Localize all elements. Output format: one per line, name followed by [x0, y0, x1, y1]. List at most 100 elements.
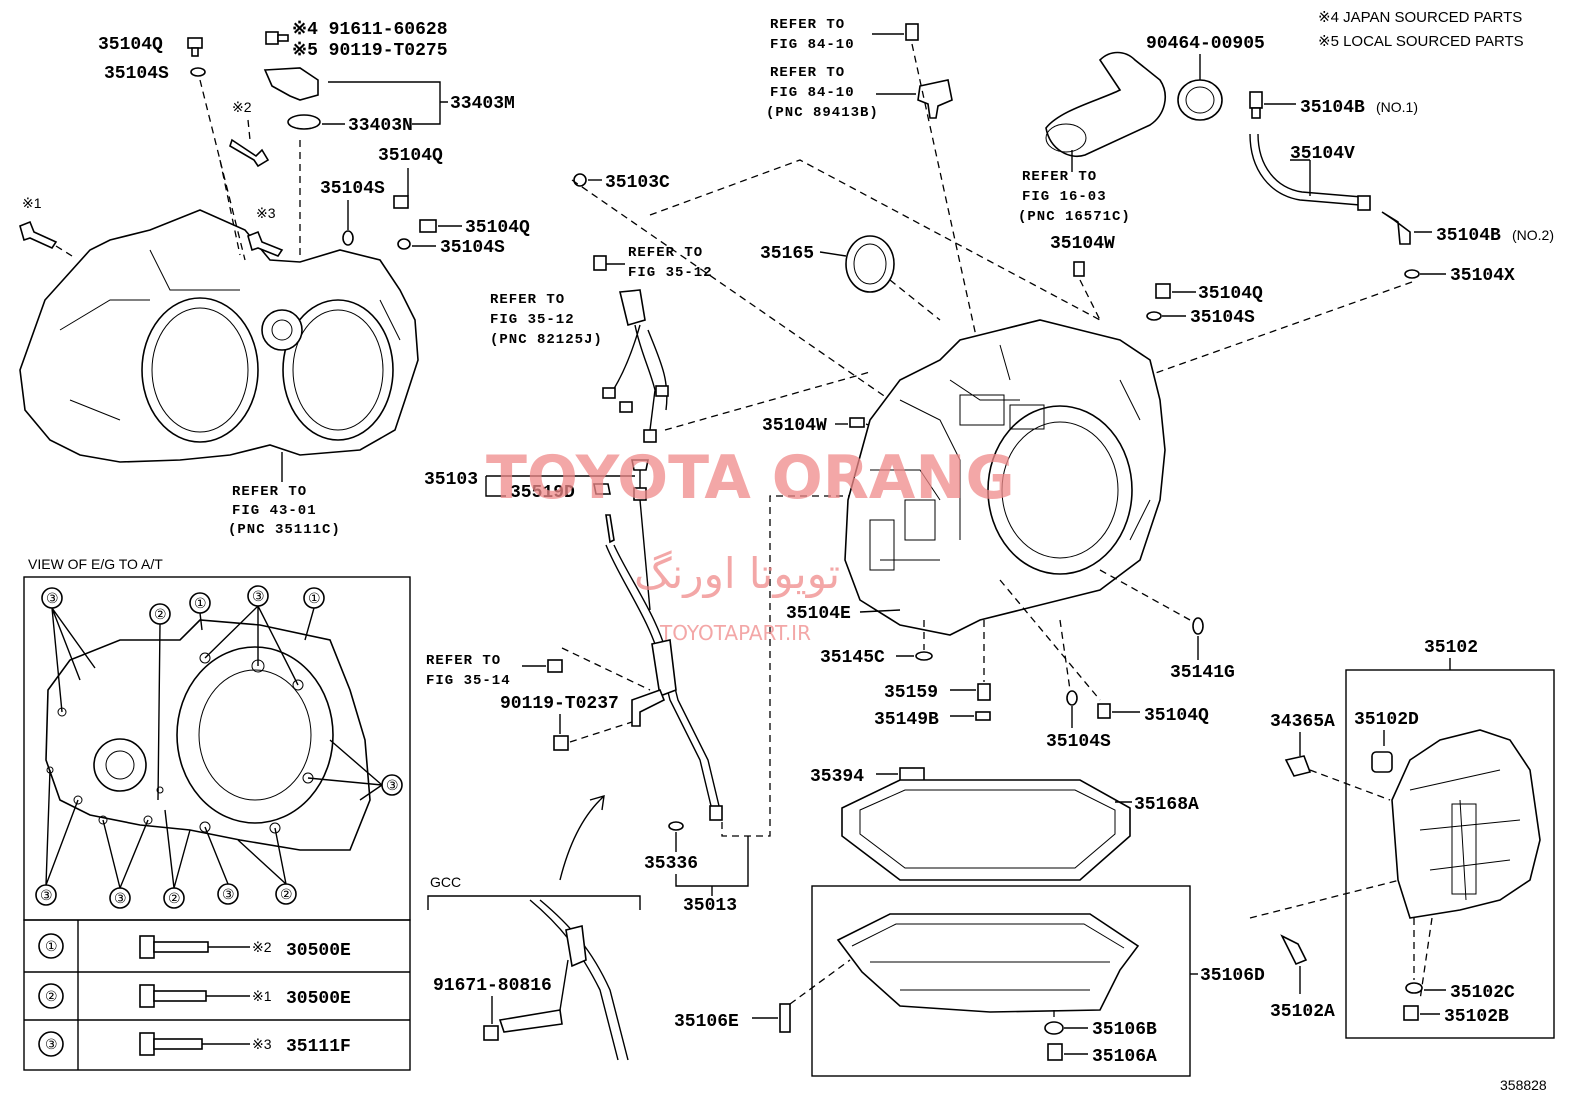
- gcc-bracket: [427, 895, 641, 910]
- label-35103: 35103: [424, 470, 478, 490]
- svg-text:②: ②: [280, 886, 293, 902]
- label-35145C: 35145C: [820, 648, 885, 668]
- svg-text:①: ①: [194, 595, 207, 611]
- label-35013: 35013: [683, 896, 737, 916]
- svg-text:③: ③: [40, 887, 53, 903]
- breather-hose: [1045, 51, 1166, 157]
- ref-fig-35-12-b-line2: FIG 35-12: [490, 312, 575, 328]
- label-90464-00905: 90464-00905: [1146, 34, 1265, 54]
- bolt-wire-harness: [593, 255, 607, 271]
- bolt-35104Q-a: [187, 37, 203, 57]
- wire-harness: [602, 289, 669, 443]
- figure-number: 358828: [1500, 1077, 1547, 1093]
- breather-tube-35104V: [1249, 133, 1361, 206]
- watermark-persian: تویوتا اورنگ: [634, 549, 840, 598]
- bolt-35104Q-b: [393, 195, 409, 209]
- label-34365A: 34365A: [1270, 712, 1335, 732]
- label-35102: 35102: [1424, 638, 1478, 658]
- view-housing-drawing: [45, 619, 371, 851]
- label-35104Q-d: 35104Q: [1198, 284, 1263, 304]
- label-m2: ※2: [232, 99, 252, 115]
- label-m4: ※4 91611-60628: [292, 20, 448, 40]
- bracket-filler-tube: [631, 688, 666, 727]
- oring-35104X: [1404, 269, 1420, 279]
- bolt-row2-part: 30500E: [286, 989, 351, 1009]
- label-35104B-no1-suffix: (NO.1): [1376, 99, 1418, 115]
- bolt-table-row: ① ※2 30500E: [38, 933, 351, 961]
- ref-fig-43-01-line3: (PNC 35111C): [228, 522, 341, 538]
- bolt-m2: [229, 138, 270, 168]
- label-35106A: 35106A: [1092, 1047, 1157, 1067]
- label-35104B-no2-suffix: (NO.2): [1512, 227, 1554, 243]
- oil-pan-35106D: [836, 913, 1140, 1013]
- label-35106E: 35106E: [674, 1012, 739, 1032]
- oring-35141G: [1192, 617, 1204, 635]
- bolt-table-row: ③ ※3 35111F: [38, 1031, 351, 1057]
- label-33403M: 33403M: [450, 94, 515, 114]
- plug-35149B: [975, 711, 991, 721]
- label-35168A: 35168A: [1134, 795, 1199, 815]
- gasket-35145C: [915, 651, 933, 661]
- label-35149B: 35149B: [874, 710, 939, 730]
- bolt-row1-part: 30500E: [286, 941, 351, 961]
- ref-fig-84-10-b-line2: FIG 84-10: [770, 85, 855, 101]
- bolt-35106E: [779, 1003, 791, 1033]
- speedometer-driven-gear: [263, 67, 319, 101]
- label-35104Q-b: 35104Q: [378, 146, 443, 166]
- plug-35102B: [1403, 1005, 1419, 1021]
- gasket-35106B: [1044, 1021, 1064, 1035]
- oil-level-gauge-35103: [631, 459, 651, 611]
- label-35104S-e: 35104S: [1046, 732, 1111, 752]
- transaxle-case-right: [844, 319, 1166, 636]
- bolt-row1-mark: ※2: [252, 939, 272, 955]
- tube-end-35104V: [1357, 195, 1371, 211]
- clip-34365A: [1284, 755, 1312, 777]
- view-callouts: ③ ② ① ③ ① ③ ③ ③ ② ③ ②: [35, 585, 403, 909]
- bolt-35104Q-c: [419, 219, 437, 233]
- bolt-row1-symbol: ①: [45, 938, 58, 954]
- bolt-table-row: ② ※1 30500E: [38, 983, 351, 1009]
- bolt-fig-84-10: [905, 23, 919, 41]
- ref-fig-43-01-line1: REFER TO: [232, 484, 307, 500]
- ref-fig-16-03-line2: FIG 16-03: [1022, 189, 1107, 205]
- svg-text:③: ③: [222, 886, 235, 902]
- ref-fig-35-12-a-line1: REFER TO: [628, 245, 703, 261]
- plug-35104W-b: [849, 417, 865, 428]
- ref-fig-84-10-a-line2: FIG 84-10: [770, 37, 855, 53]
- label-35102D: 35102D: [1354, 710, 1419, 730]
- label-35104S-d: 35104S: [1190, 308, 1255, 328]
- bolt-90119-T0237: [553, 735, 569, 751]
- gcc-label: GCC: [430, 874, 461, 890]
- ref-fig-84-10-a-line1: REFER TO: [770, 17, 845, 33]
- oring-35104S-b: [342, 230, 354, 246]
- hose-clamp-90464: [1177, 79, 1223, 121]
- label-35104Q-a: 35104Q: [98, 35, 163, 55]
- ref-fig-35-12-b-line3: (PNC 82125J): [490, 332, 603, 348]
- oil-pan-gasket-35168A: [841, 779, 1131, 881]
- oring-35102C: [1405, 982, 1423, 994]
- ref-fig-84-10-b-line1: REFER TO: [770, 65, 845, 81]
- label-35104B-no2: 35104B: [1436, 226, 1501, 246]
- transaxle-housing-left: [19, 209, 419, 463]
- label-m3: ※3: [256, 205, 276, 221]
- svg-text:③: ③: [252, 588, 265, 604]
- speed-sensor: [917, 79, 953, 119]
- label-35104Q-e: 35104Q: [1144, 706, 1209, 726]
- oil-pan-frame: [811, 885, 1191, 1077]
- bolt-table: [23, 919, 411, 1071]
- bolt-m1: [19, 220, 58, 250]
- ref-fig-35-12-b-line1: REFER TO: [490, 292, 565, 308]
- label-35394: 35394: [810, 767, 864, 787]
- oring-35104S-e: [1066, 690, 1078, 706]
- label-35104W-b: 35104W: [762, 416, 827, 436]
- watermark-main: TOYOTA ORANG: [486, 443, 1015, 513]
- bolt-row3-mark: ※3: [252, 1036, 272, 1052]
- bolt-35104Q-e: [1097, 703, 1111, 719]
- bolt-fig-35-14: [547, 659, 563, 673]
- clip-35519D: [593, 483, 611, 495]
- svg-text:②: ②: [168, 890, 181, 906]
- note-local-sourced: ※5 LOCAL SOURCED PARTS: [1318, 33, 1524, 50]
- svg-text:③: ③: [386, 777, 399, 793]
- label-35102C: 35102C: [1450, 983, 1515, 1003]
